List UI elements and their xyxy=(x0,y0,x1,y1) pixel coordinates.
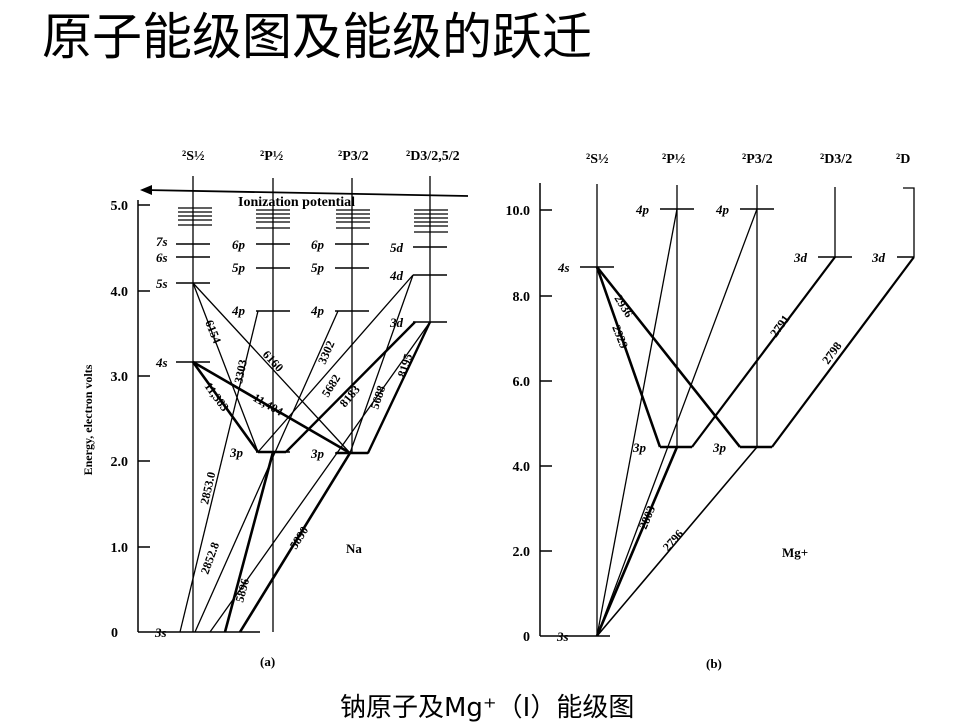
b-level-3d-52: 3d xyxy=(871,250,886,265)
a-tick-0: 0 xyxy=(111,626,118,641)
a-tick-5: 5.0 xyxy=(111,199,129,214)
wl-3303: 3303 xyxy=(231,358,250,384)
a-col-p32: ²P3/2 xyxy=(338,149,369,164)
wl-5682: 5682 xyxy=(319,372,344,400)
a-level-5d: 5d xyxy=(390,240,404,255)
figure-caption: 钠原子及Mg⁺（I）能级图 xyxy=(340,693,635,723)
b-col-s: ²S½ xyxy=(586,152,608,167)
wl-2791: 2791 xyxy=(767,312,792,340)
a-level-6p-12: 6p xyxy=(232,237,246,252)
b-tick-0: 0 xyxy=(523,630,530,645)
wl-2803: 2803 xyxy=(636,504,658,532)
panel-a-rydberg-levels xyxy=(178,207,448,233)
b-level-3p-12: 3p xyxy=(632,440,647,455)
ionization-arrow-head xyxy=(140,185,152,195)
b-col-d: ²D xyxy=(896,152,910,167)
a-level-4p-32: 4p xyxy=(310,303,325,318)
b-col-p32: ²P3/2 xyxy=(742,152,773,167)
b-level-3d-32: 3d xyxy=(793,250,808,265)
wl-6154: 6154 xyxy=(202,318,224,345)
b-tick-1: 2.0 xyxy=(513,545,531,560)
a-level-7s: 7s xyxy=(156,234,168,249)
wl-5890: 5890 xyxy=(287,524,312,552)
panel-b-labels: 0 2.0 4.0 6.0 8.0 10.0 ²S½ ²P½ ²P3/2 ²D3… xyxy=(506,152,911,671)
b-tick-4: 8.0 xyxy=(513,290,531,305)
b-element-label: Mg+ xyxy=(782,545,808,560)
wl-11383: 11,383 xyxy=(202,380,232,414)
wl-11404: 11,404 xyxy=(251,390,286,418)
b-tick-3: 6.0 xyxy=(513,375,531,390)
b-tick-2: 4.0 xyxy=(513,460,531,475)
wl-2798: 2798 xyxy=(819,339,844,367)
a-level-5p-32: 5p xyxy=(311,260,325,275)
a-tick-3: 3.0 xyxy=(111,370,129,385)
a-level-6p-32: 6p xyxy=(311,237,325,252)
a-level-4d: 4d xyxy=(389,268,404,283)
a-level-4s: 4s xyxy=(155,355,168,370)
a-tick-1: 1.0 xyxy=(111,541,129,556)
b-level-3s: 3s xyxy=(556,629,569,644)
a-col-p12: ²P½ xyxy=(260,149,283,164)
a-col-d: ²D3/2,5/2 xyxy=(406,149,460,164)
panel-a-na xyxy=(137,176,469,633)
b-sublabel: (b) xyxy=(706,656,722,671)
b-level-3p-32: 3p xyxy=(712,440,727,455)
page-title: 原子能级图及能级的跃迁 xyxy=(42,8,592,66)
a-level-3p-12: 3p xyxy=(229,445,244,460)
wl-5688: 5688 xyxy=(368,384,389,411)
wl-2929: 2929 xyxy=(609,323,631,350)
b-level-4p-12: 4p xyxy=(635,202,650,217)
b-col-p12: ²P½ xyxy=(662,152,685,167)
wl-3302: 3302 xyxy=(315,339,338,367)
a-element-label: Na xyxy=(346,541,362,556)
a-level-3d: 3d xyxy=(389,315,404,330)
a-level-6s: 6s xyxy=(156,250,168,265)
a-y-axis-label: Energy, electron volts xyxy=(81,364,95,475)
b-tick-5: 10.0 xyxy=(506,204,531,219)
panel-b-transitions xyxy=(595,208,915,637)
wl-2796: 2796 xyxy=(660,527,686,554)
a-level-4p-12: 4p xyxy=(231,303,246,318)
a-col-s: ²S½ xyxy=(182,149,204,164)
panel-b-mg xyxy=(539,183,915,637)
a-sublabel: (a) xyxy=(260,654,275,669)
a-tick-2: 2.0 xyxy=(111,455,129,470)
b-level-4s: 4s xyxy=(557,260,570,275)
wl-8183: 8183 xyxy=(337,383,363,410)
wl-8195: 8195 xyxy=(395,352,416,379)
a-level-5s: 5s xyxy=(156,276,168,291)
wl-6160: 6160 xyxy=(260,347,287,374)
a-tick-4: 4.0 xyxy=(111,285,129,300)
wl-5896: 5896 xyxy=(232,577,252,604)
b-level-4p-32: 4p xyxy=(715,202,730,217)
panel-a-transitions xyxy=(179,274,432,633)
ionization-line xyxy=(144,189,469,197)
a-level-3p-32: 3p xyxy=(310,446,325,461)
b-col-d32: ²D3/2 xyxy=(820,152,852,167)
a-level-5p-12: 5p xyxy=(232,260,246,275)
a-level-3s: 3s xyxy=(154,625,167,640)
ionization-label: Ionization potential xyxy=(238,195,355,210)
